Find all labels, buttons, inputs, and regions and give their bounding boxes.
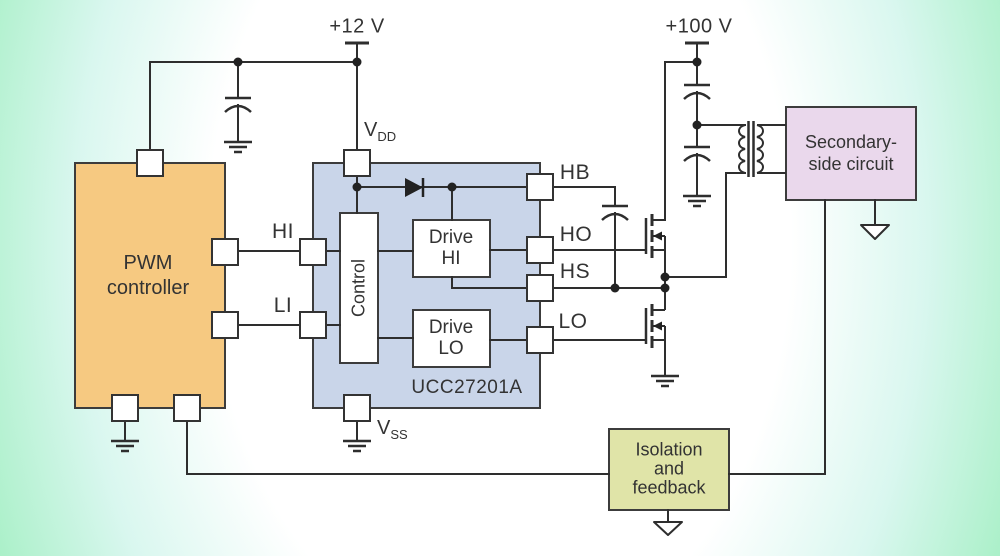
transformer-primary-winding [738,124,746,174]
hs-pin-label: HS [559,260,591,283]
vdd-sub: DD [377,129,397,144]
transformer-secondary-winding [756,124,764,174]
isolation-label-line3: feedback [632,477,706,498]
wire-control-outputs [377,250,414,339]
drive-hi-box [412,219,491,278]
pin-pwm-fb [173,394,201,422]
lo-pin-label: LO [558,310,588,333]
wires [124,42,876,523]
pin-driver-li [299,311,327,339]
block-shapes [74,106,917,511]
isolation-label-line1: Isolation [635,439,703,460]
capacitors [224,83,711,221]
wire-primary-return [664,172,746,278]
pin-pwm-top [136,149,164,177]
transformer-secondary-leads [757,124,786,174]
capacitor-decoupling-icon [224,96,252,113]
junction-dot [447,182,457,192]
capacitor-bus2-icon [683,145,711,162]
ground-decoupling-icon [224,140,252,154]
supply-label-12v: +12 V [329,15,385,38]
bootstrap-diode-icon [405,178,425,197]
arrow-grounds [653,224,890,536]
hi-pin-label: HI [272,220,294,243]
secondary-side-block [785,106,917,201]
drive-hi-label: Drive HI [429,227,473,269]
drive-lo-line2: LO [438,338,464,359]
pwm-controller-block [74,162,226,409]
pins [111,149,554,422]
pin-driver-ho [526,236,554,264]
ground-source-icon [651,374,679,388]
control-box [339,212,379,364]
ground-arrow-secondary-icon [860,224,890,240]
junction-dots [233,57,702,293]
pwm-controller-label: PWM controller [107,251,189,301]
ground-arrow-isolation-icon [653,521,683,536]
pin-driver-vss [343,394,371,422]
secondary-label-line1: Secondary- [804,132,898,152]
driver-ic-name: UCC27201A [411,377,523,398]
drive-hi-line2: HI [441,248,461,269]
pin-driver-hs [526,274,554,302]
junction-dot [610,283,620,293]
junction-dot [352,57,362,67]
wire-100v-rail [664,42,698,221]
drive-lo-line1: Drive [428,317,474,338]
li-pin-label: LI [273,294,293,317]
vdd-pin-label: VDD [364,119,396,144]
wire-12v-rail [149,42,358,151]
capacitor-bus1-icon [683,83,711,100]
wire-feedback [186,199,826,475]
wire-drive-hi-out [451,249,528,289]
pin-driver-hi [299,238,327,266]
transformer-icon [738,121,786,177]
vss-main: V [377,417,391,439]
ground-vss-icon [343,439,371,453]
isolation-feedback-block [608,428,730,511]
vss-pin-label: VSS [377,417,408,442]
vss-sub: SS [390,427,408,442]
ho-pin-label: HO [559,223,593,246]
junction-dot [660,283,670,293]
hb-pin-label: HB [559,161,591,184]
pin-driver-lo [526,326,554,354]
junction-dot [233,57,243,67]
supply-label-100v: +100 V [665,15,733,38]
secondary-side-label: Secondary- side circuit [805,131,897,175]
mosfet-low-side-icon [644,288,666,376]
pin-pwm-hi [211,238,239,266]
ground-symbols [111,140,711,453]
isolation-feedback-label: Isolation and feedback [632,439,706,498]
junction-dot [660,272,670,282]
pwm-label-line2: controller [106,277,190,299]
pin-driver-vdd [343,149,371,177]
pin-pwm-li [211,311,239,339]
junction-dot [352,182,362,192]
junction-dot [692,120,702,130]
ground-bus-icon [683,194,711,208]
junction-dot [692,57,702,67]
isolation-label-line2: and [653,458,685,479]
drive-hi-line1: Drive [428,227,474,248]
drive-lo-box [412,309,491,368]
pin-driver-hb [526,173,554,201]
pwm-label-line1: PWM [123,252,173,274]
pin-pwm-gnd [111,394,139,422]
drive-lo-label: Drive LO [429,317,473,359]
ground-pwm-icon [111,439,139,453]
control-label: Control [348,258,369,318]
transformer-core [747,121,755,177]
mosfet-high-side-icon [644,214,666,258]
vdd-main: V [364,119,378,141]
capacitor-bootstrap-icon [601,204,629,221]
secondary-label-line2: side circuit [808,154,894,174]
